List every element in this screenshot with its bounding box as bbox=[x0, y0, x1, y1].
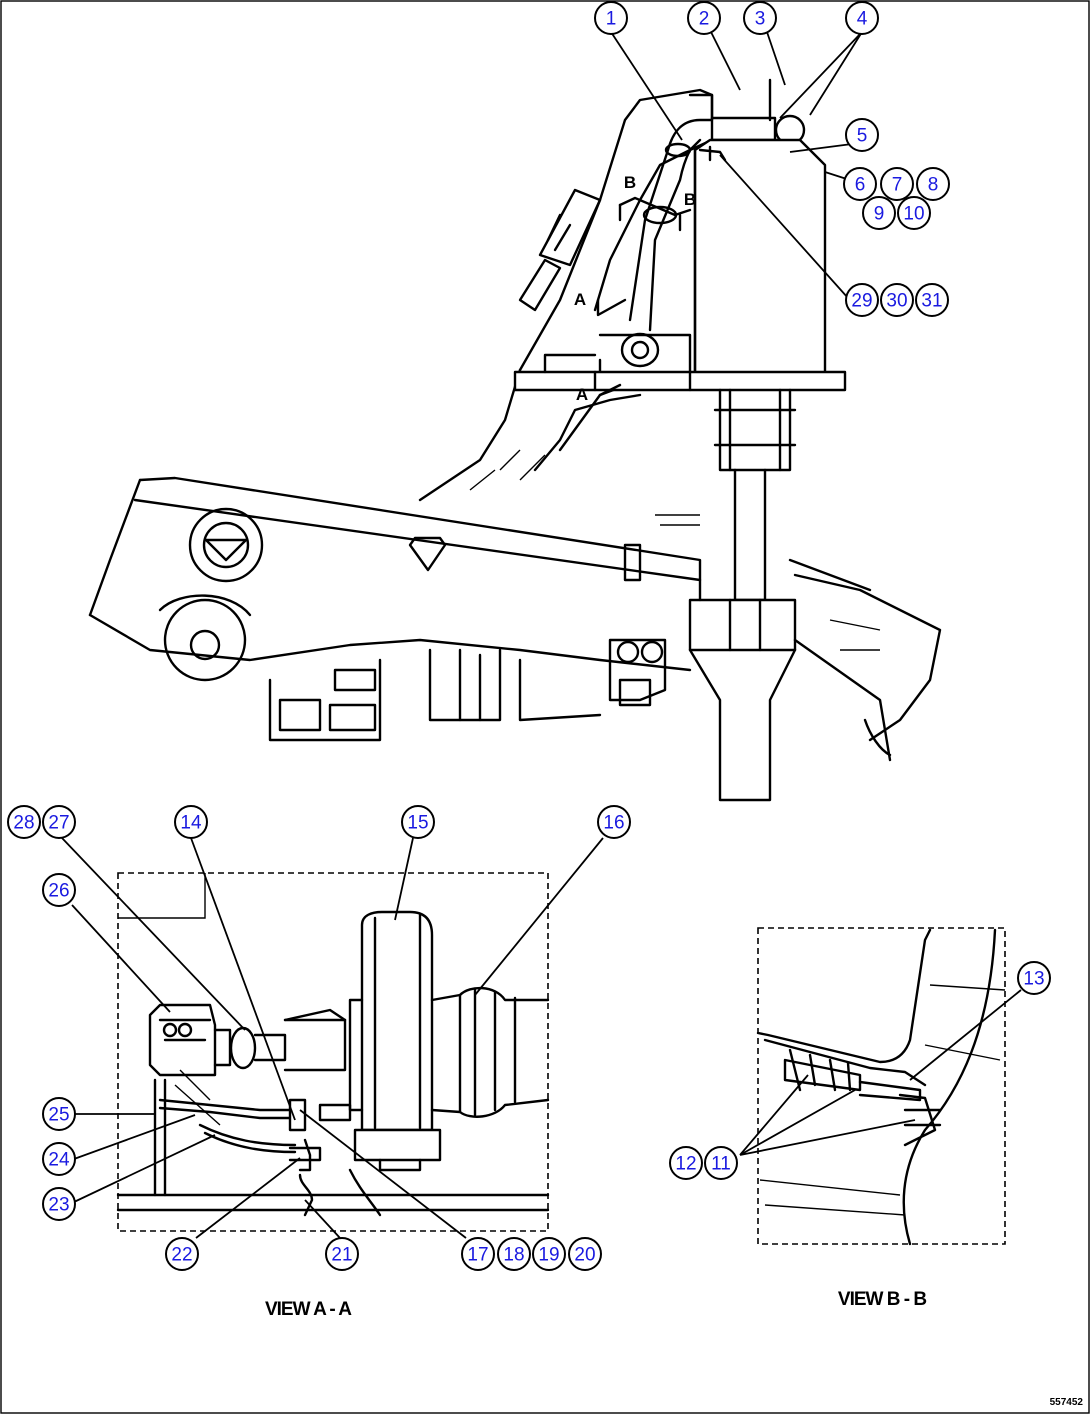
section-line-a-bottom bbox=[598, 383, 622, 397]
leader-lines bbox=[61, 31, 1022, 1239]
svg-text:24: 24 bbox=[48, 1150, 70, 1171]
callout-20: 20 bbox=[568, 1237, 602, 1271]
svg-text:17: 17 bbox=[467, 1245, 488, 1266]
svg-text:20: 20 bbox=[574, 1245, 595, 1266]
svg-text:25: 25 bbox=[48, 1105, 69, 1126]
svg-text:4: 4 bbox=[857, 9, 868, 30]
callout-28: 28 bbox=[7, 805, 41, 839]
callout-27: 27 bbox=[42, 805, 76, 839]
drawing-code: 557452 bbox=[1050, 1397, 1084, 1408]
callout-6: 6 bbox=[843, 167, 877, 201]
svg-text:7: 7 bbox=[892, 175, 903, 196]
svg-text:21: 21 bbox=[331, 1245, 352, 1266]
svg-text:22: 22 bbox=[171, 1245, 192, 1266]
callout-10: 10 bbox=[897, 196, 931, 230]
callout-29: 29 bbox=[845, 283, 879, 317]
section-line-a-top bbox=[596, 298, 627, 317]
callout-16: 16 bbox=[597, 805, 631, 839]
callout-7: 7 bbox=[880, 167, 914, 201]
callout-21: 21 bbox=[325, 1237, 359, 1271]
svg-text:19: 19 bbox=[538, 1245, 559, 1266]
callout-26: 26 bbox=[42, 873, 76, 907]
callout-3: 3 bbox=[743, 1, 777, 35]
svg-text:5: 5 bbox=[857, 126, 868, 147]
section-mark-a-bottom: A bbox=[576, 385, 588, 404]
svg-text:8: 8 bbox=[928, 175, 939, 196]
section-mark-a-top: A bbox=[574, 290, 586, 309]
svg-text:30: 30 bbox=[886, 291, 907, 312]
svg-text:12: 12 bbox=[675, 1154, 696, 1175]
svg-text:23: 23 bbox=[48, 1195, 69, 1216]
main-assembly bbox=[88, 78, 942, 802]
callout-30: 30 bbox=[880, 283, 914, 317]
svg-text:3: 3 bbox=[755, 9, 766, 30]
section-line-b bbox=[618, 196, 692, 217]
view-b-label: VIEW B - B bbox=[838, 1289, 926, 1310]
svg-text:1: 1 bbox=[606, 9, 617, 30]
callout-13: 13 bbox=[1017, 961, 1051, 995]
svg-text:18: 18 bbox=[503, 1245, 524, 1266]
callout-25: 25 bbox=[42, 1097, 76, 1131]
view-b-frame bbox=[757, 927, 1006, 1245]
svg-text:16: 16 bbox=[603, 813, 624, 834]
view-b-b bbox=[756, 927, 1006, 1246]
svg-text:6: 6 bbox=[855, 175, 866, 196]
svg-text:14: 14 bbox=[180, 813, 202, 834]
svg-text:28: 28 bbox=[13, 813, 34, 834]
callout-11: 11 bbox=[704, 1146, 738, 1180]
section-arrows-b bbox=[618, 203, 682, 232]
section-mark-b-left: B bbox=[624, 173, 636, 192]
callout-15: 15 bbox=[401, 805, 435, 839]
callout-31: 31 bbox=[915, 283, 949, 317]
callout-4: 4 bbox=[845, 1, 879, 35]
callout-1: 1 bbox=[594, 1, 628, 35]
svg-text:29: 29 bbox=[851, 291, 872, 312]
callout-9: 9 bbox=[862, 196, 896, 230]
svg-text:13: 13 bbox=[1023, 969, 1044, 990]
view-a-label: VIEW A - A bbox=[265, 1299, 352, 1320]
svg-text:15: 15 bbox=[407, 813, 428, 834]
callout-5: 5 bbox=[845, 118, 879, 152]
svg-text:27: 27 bbox=[48, 813, 69, 834]
callout-22: 22 bbox=[165, 1237, 199, 1271]
svg-text:11: 11 bbox=[711, 1154, 731, 1175]
callout-18: 18 bbox=[497, 1237, 531, 1271]
svg-text:31: 31 bbox=[921, 291, 942, 312]
callout-12: 12 bbox=[669, 1146, 703, 1180]
callout-19: 19 bbox=[532, 1237, 566, 1271]
callout-bubbles: 1 2 3 4 5 6 7 8 9 10 29 30 31 28 27 14 1… bbox=[7, 1, 1051, 1271]
section-marks: B B A A bbox=[574, 173, 696, 404]
svg-text:10: 10 bbox=[903, 204, 924, 225]
callout-24: 24 bbox=[42, 1142, 76, 1176]
section-mark-b-right: B bbox=[684, 190, 696, 209]
callout-8: 8 bbox=[916, 167, 950, 201]
view-a-a bbox=[116, 872, 550, 1232]
svg-text:9: 9 bbox=[874, 204, 885, 225]
callout-2: 2 bbox=[687, 1, 721, 35]
callout-14: 14 bbox=[174, 805, 208, 839]
svg-text:26: 26 bbox=[48, 881, 69, 902]
callout-17: 17 bbox=[461, 1237, 495, 1271]
svg-text:2: 2 bbox=[699, 9, 710, 30]
callout-23: 23 bbox=[42, 1187, 76, 1221]
